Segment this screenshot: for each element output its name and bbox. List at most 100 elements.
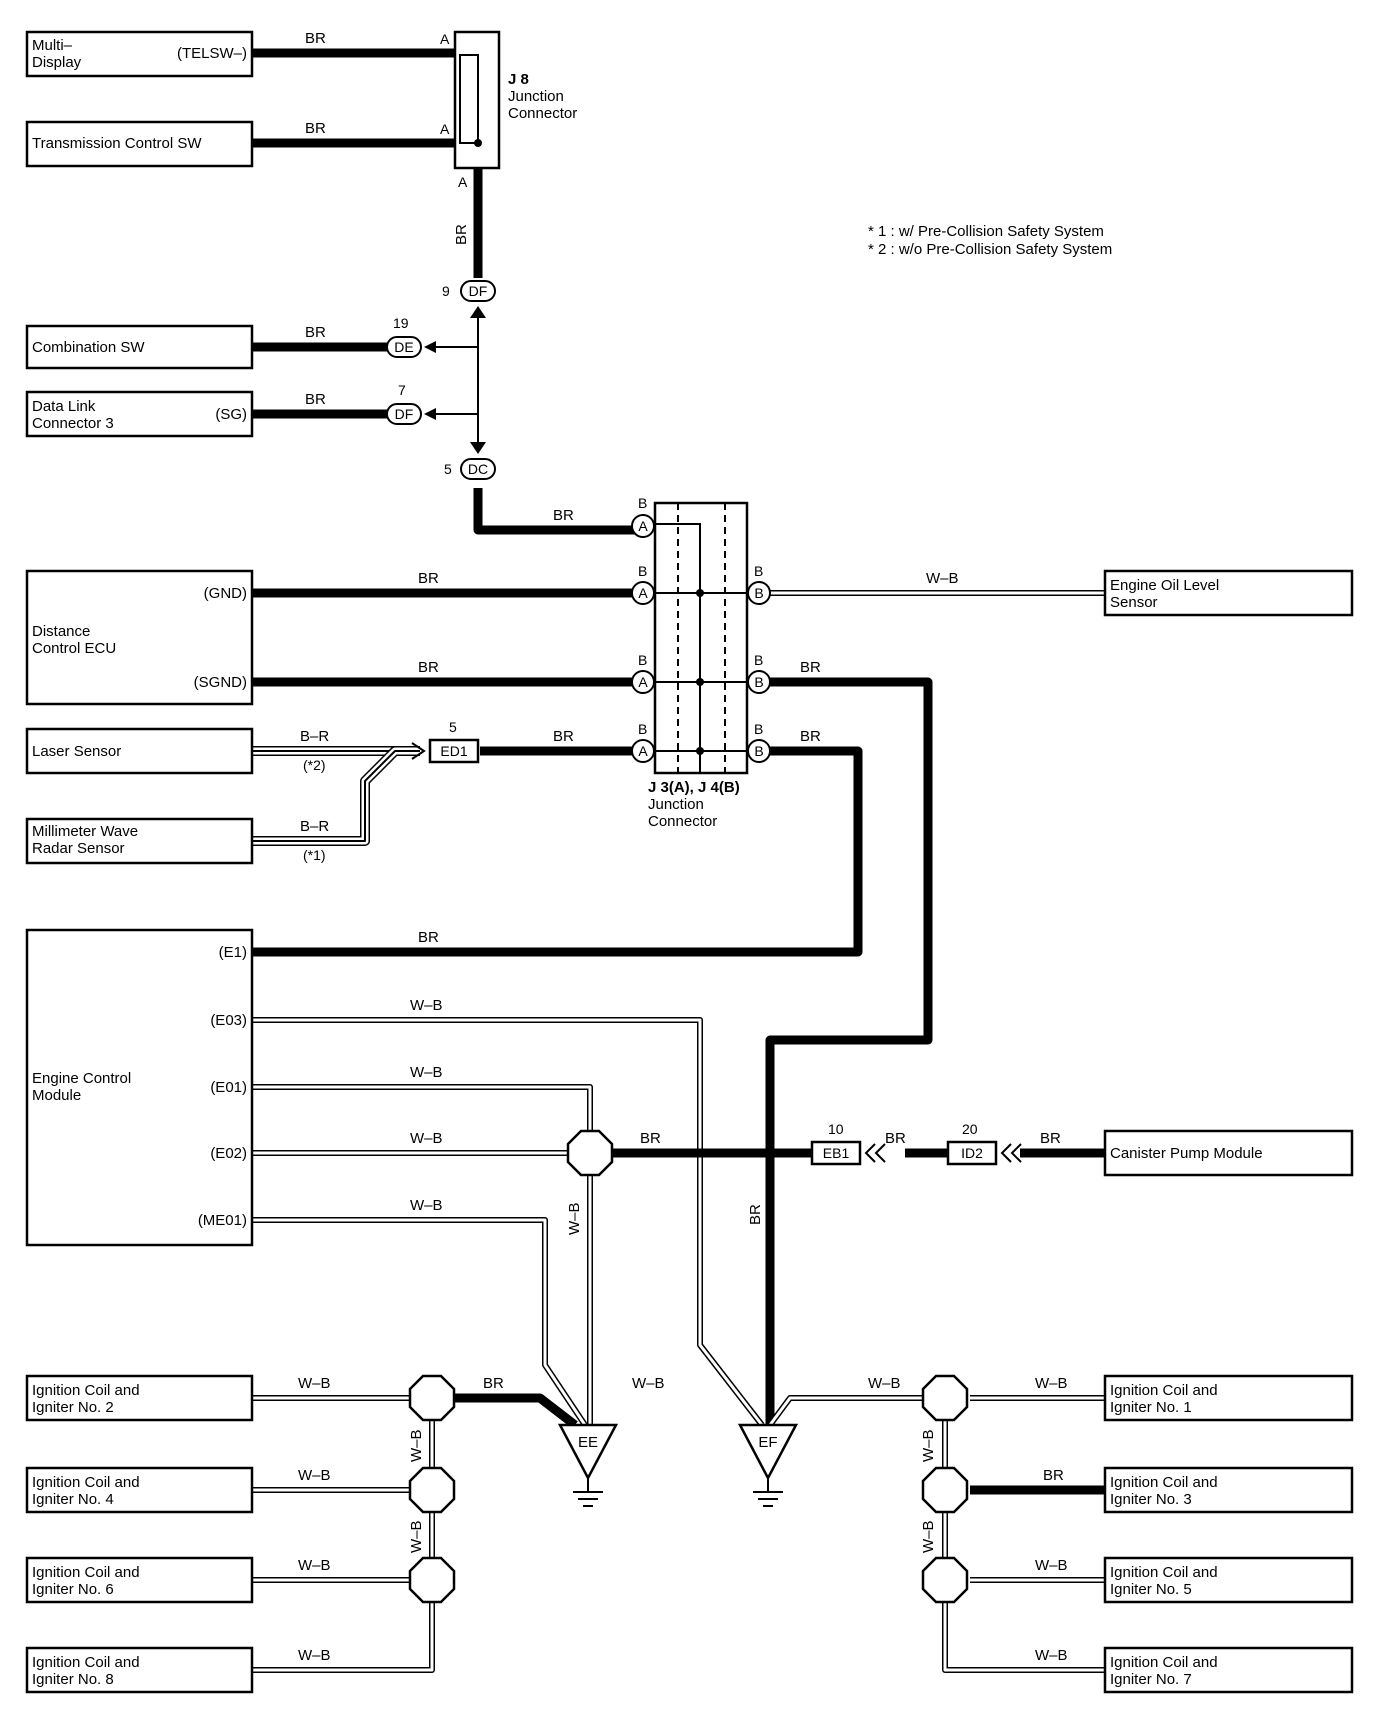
wire-coil-8	[252, 1600, 435, 1673]
wire-label: BR	[418, 659, 439, 676]
coil-6-name-1: Ignition Coil and	[32, 1564, 140, 1581]
wire-right-ef	[767, 1395, 925, 1427]
wire-label: BR	[747, 1204, 764, 1225]
coil-1-box	[1103, 1374, 1354, 1422]
dlc3-name-2: Connector 3	[32, 415, 114, 432]
wire-label: BR	[1043, 1467, 1064, 1484]
note-1: * 1 : w/ Pre-Collision Safety System	[868, 223, 1104, 240]
j3-b-label-2: B	[638, 563, 647, 579]
chevron-down-icon	[470, 442, 486, 454]
ecm-name-2: Module	[32, 1087, 81, 1104]
wire-label: BR	[418, 570, 439, 587]
j8-id: J 8	[508, 71, 529, 88]
j4-pin-2: B	[754, 674, 763, 690]
coil-4-name-2: Igniter No. 4	[32, 1491, 114, 1508]
transmission-sw-box	[25, 120, 254, 168]
distance-ecu-name-2: Control ECU	[32, 640, 116, 657]
wire-label: W–B	[410, 1197, 443, 1214]
splice-right-1	[921, 1374, 969, 1422]
j8-pin-2: A	[440, 121, 450, 137]
wire-note-1: (*1)	[303, 847, 326, 863]
inline-connectors: DF 9 DE 19 DF 7 DC 5 ED1 5 EB1 10 ID2 20	[386, 280, 1022, 1166]
coil-3-name-1: Ignition Coil and	[1110, 1474, 1218, 1491]
connector-eb1-num: 10	[828, 1121, 844, 1137]
j8-junction: A A A J 8 Junction Connector	[440, 30, 577, 190]
coil-4-name-1: Ignition Coil and	[32, 1474, 140, 1491]
note-2: * 2 : w/o Pre-Collision Safety System	[868, 241, 1112, 258]
wire-label: W–B	[920, 1429, 937, 1462]
splice-ecm	[566, 1129, 614, 1177]
chevron-left-icon	[424, 408, 436, 420]
coil-7-name-2: Igniter No. 7	[1110, 1671, 1192, 1688]
splice-right-3	[921, 1556, 969, 1604]
connector-id2-num: 20	[962, 1121, 978, 1137]
multi-display-pin: (TELSW–)	[177, 45, 247, 62]
coil-2-box	[25, 1374, 254, 1422]
splices	[408, 1129, 969, 1604]
wire-label: BR	[453, 224, 470, 245]
wire-label: W–B	[298, 1647, 331, 1664]
wire-label: BR	[1040, 1130, 1061, 1147]
j3j4-name-1: Junction	[648, 796, 704, 813]
wire-label: W–B	[410, 997, 443, 1014]
dlc3-box	[25, 390, 254, 438]
wire-e1	[252, 746, 863, 957]
coil-1-name-2: Igniter No. 1	[1110, 1399, 1192, 1416]
grounds: EE EF	[557, 1423, 799, 1507]
dlc3-name-1: Data Link	[32, 398, 96, 415]
combination-sw-box	[25, 324, 254, 370]
j4-b-label-3: B	[754, 721, 763, 737]
j3-pin-1: A	[638, 518, 648, 534]
wire-label: W–B	[298, 1375, 331, 1392]
j3-b-label-3: B	[638, 652, 647, 668]
distance-ecu-name-1: Distance	[32, 623, 90, 640]
wire-label: B–R	[300, 818, 329, 835]
transmission-sw-name: Transmission Control SW	[32, 135, 202, 152]
splice-left-1	[408, 1374, 456, 1422]
wire-label: BR	[800, 728, 821, 745]
splice-left-2	[408, 1466, 456, 1514]
chevron-left-icon	[1010, 1143, 1022, 1163]
combination-sw-name: Combination SW	[32, 339, 145, 356]
wire-label: W–B	[298, 1557, 331, 1574]
multi-display-name-1: Multi–	[32, 37, 73, 54]
coil-3-name-2: Igniter No. 3	[1110, 1491, 1192, 1508]
component-boxes: Multi– Display (TELSW–) Transmission Con…	[25, 30, 1354, 1694]
chevron-left-icon	[874, 1143, 886, 1163]
canister-name: Canister Pump Module	[1110, 1145, 1263, 1162]
wire-mmw	[252, 746, 420, 846]
wire-label: BR	[553, 728, 574, 745]
wire-label: B–R	[300, 728, 329, 745]
j4-b-label-2: B	[754, 652, 763, 668]
j3-b-label-4: B	[638, 721, 647, 737]
legend-notes: * 1 : w/ Pre-Collision Safety System * 2…	[868, 223, 1112, 258]
oil-level-name-2: Sensor	[1110, 594, 1158, 611]
wire-label: W–B	[566, 1202, 583, 1235]
wire-label: BR	[800, 659, 821, 676]
j8-pin-1: A	[440, 31, 450, 47]
connector-de19-code: DE	[394, 339, 413, 355]
wire-label: BR	[305, 30, 326, 47]
coil-1-name-1: Ignition Coil and	[1110, 1382, 1218, 1399]
connector-ed1-code: ED1	[440, 743, 467, 759]
chevron-left-icon	[424, 341, 436, 353]
wire-label: BR	[553, 507, 574, 524]
ground-ee	[557, 1423, 619, 1481]
wire-label: BR	[885, 1130, 906, 1147]
coil-7-name-1: Ignition Coil and	[1110, 1654, 1218, 1671]
connector-id2	[946, 1140, 998, 1166]
chevron-left-icon	[864, 1143, 876, 1163]
j3j4-id: J 3(A), J 4(B)	[648, 779, 740, 796]
j3-pin-4: A	[638, 743, 648, 759]
wire-note-2: (*2)	[303, 757, 326, 773]
wire-label: BR	[305, 120, 326, 137]
wire-label: W–B	[410, 1130, 443, 1147]
j3-b-label-1: B	[638, 495, 647, 511]
connector-dc5-num: 5	[444, 461, 452, 477]
wire-label: W–B	[408, 1520, 425, 1553]
wire-label: BR	[305, 324, 326, 341]
j3-pin-2: A	[638, 585, 648, 601]
j4-b-label-1: B	[754, 563, 763, 579]
wire-label: BR	[305, 391, 326, 408]
wire-coil-7	[942, 1600, 1105, 1673]
